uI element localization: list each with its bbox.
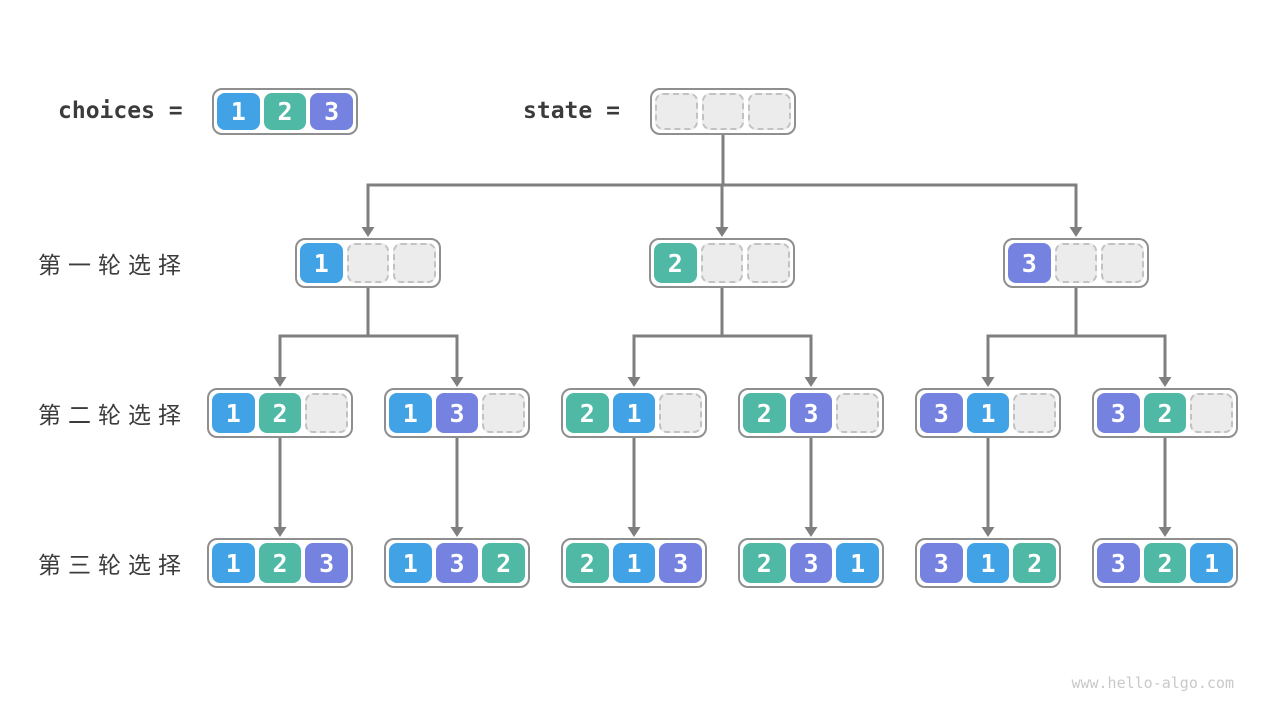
empty-slot-cell <box>1013 393 1056 433</box>
state-label: state = <box>523 88 620 134</box>
choice-cell-2: 2 <box>263 93 307 130</box>
empty-slot-cell <box>1054 243 1098 283</box>
choices-equals-sign: = <box>168 98 183 124</box>
empty-slot-cell <box>748 93 792 130</box>
choice-cell-3: 3 <box>305 543 349 583</box>
empty-slot-cell <box>701 93 745 130</box>
choice-cell-1: 1 <box>212 543 255 583</box>
choice-cell-3: 3 <box>310 93 354 130</box>
choice-cell-1: 1 <box>389 393 432 433</box>
choice-cell-3: 3 <box>1008 243 1051 283</box>
choice-cell-2: 2 <box>258 393 302 433</box>
state-label-text: state <box>523 98 593 124</box>
watermark-url: www.hello-algo.com <box>1071 674 1234 692</box>
choice-cell-3: 3 <box>920 393 963 433</box>
choice-cell-3: 3 <box>1097 393 1140 433</box>
choice-cell-3: 3 <box>435 393 479 433</box>
choice-cell-3: 3 <box>920 543 963 583</box>
choice-cell-2: 2 <box>566 393 609 433</box>
choice-cell-2: 2 <box>1143 393 1187 433</box>
choice-cell-3: 3 <box>435 543 479 583</box>
choice-cell-2: 2 <box>654 243 697 283</box>
choice-cell-3: 3 <box>659 543 703 583</box>
round-1-label: 第一轮选择 <box>38 252 188 278</box>
state-node-r1-1: 1 <box>295 238 441 288</box>
choice-cell-2: 2 <box>1143 543 1187 583</box>
state-node-r1-2: 2 <box>649 238 795 288</box>
state-node-r1-3: 3 <box>1003 238 1149 288</box>
state-equals-sign: = <box>606 98 620 124</box>
choice-cell-3: 3 <box>789 393 833 433</box>
choice-cell-2: 2 <box>743 543 786 583</box>
empty-slot-cell <box>747 243 790 283</box>
empty-slot-cell <box>1190 393 1233 433</box>
choice-cell-3: 3 <box>789 543 833 583</box>
round-3-label: 第三轮选择 <box>38 552 188 578</box>
round-2-label: 第二轮选择 <box>38 402 188 428</box>
choice-cell-2: 2 <box>258 543 302 583</box>
empty-slot-cell <box>836 393 879 433</box>
empty-slot-cell <box>700 243 744 283</box>
choice-cell-2: 2 <box>566 543 609 583</box>
choice-cell-1: 1 <box>389 543 432 583</box>
empty-slot-cell <box>1101 243 1144 283</box>
empty-slot-cell <box>393 243 436 283</box>
choice-cell-1: 1 <box>300 243 343 283</box>
choice-cell-3: 3 <box>1097 543 1140 583</box>
choice-cell-1: 1 <box>212 393 255 433</box>
empty-slot-cell <box>305 393 348 433</box>
choice-cell-2: 2 <box>482 543 526 583</box>
choice-cell-1: 1 <box>217 93 260 130</box>
empty-slot-cell <box>482 393 525 433</box>
state-array-node <box>650 88 796 135</box>
choice-cell-1: 1 <box>966 543 1010 583</box>
empty-slot-cell <box>346 243 390 283</box>
choice-cell-1: 1 <box>1190 543 1234 583</box>
choice-cell-1: 1 <box>966 393 1010 433</box>
choice-cell-2: 2 <box>1013 543 1057 583</box>
empty-slot-cell <box>659 393 702 433</box>
choice-cell-1: 1 <box>612 543 656 583</box>
choice-cell-1: 1 <box>612 393 656 433</box>
choices-label: choices = <box>58 88 183 134</box>
choices-label-text: choices <box>58 98 155 124</box>
choice-cell-2: 2 <box>743 393 786 433</box>
empty-slot-cell <box>655 93 698 130</box>
choice-cell-1: 1 <box>836 543 880 583</box>
